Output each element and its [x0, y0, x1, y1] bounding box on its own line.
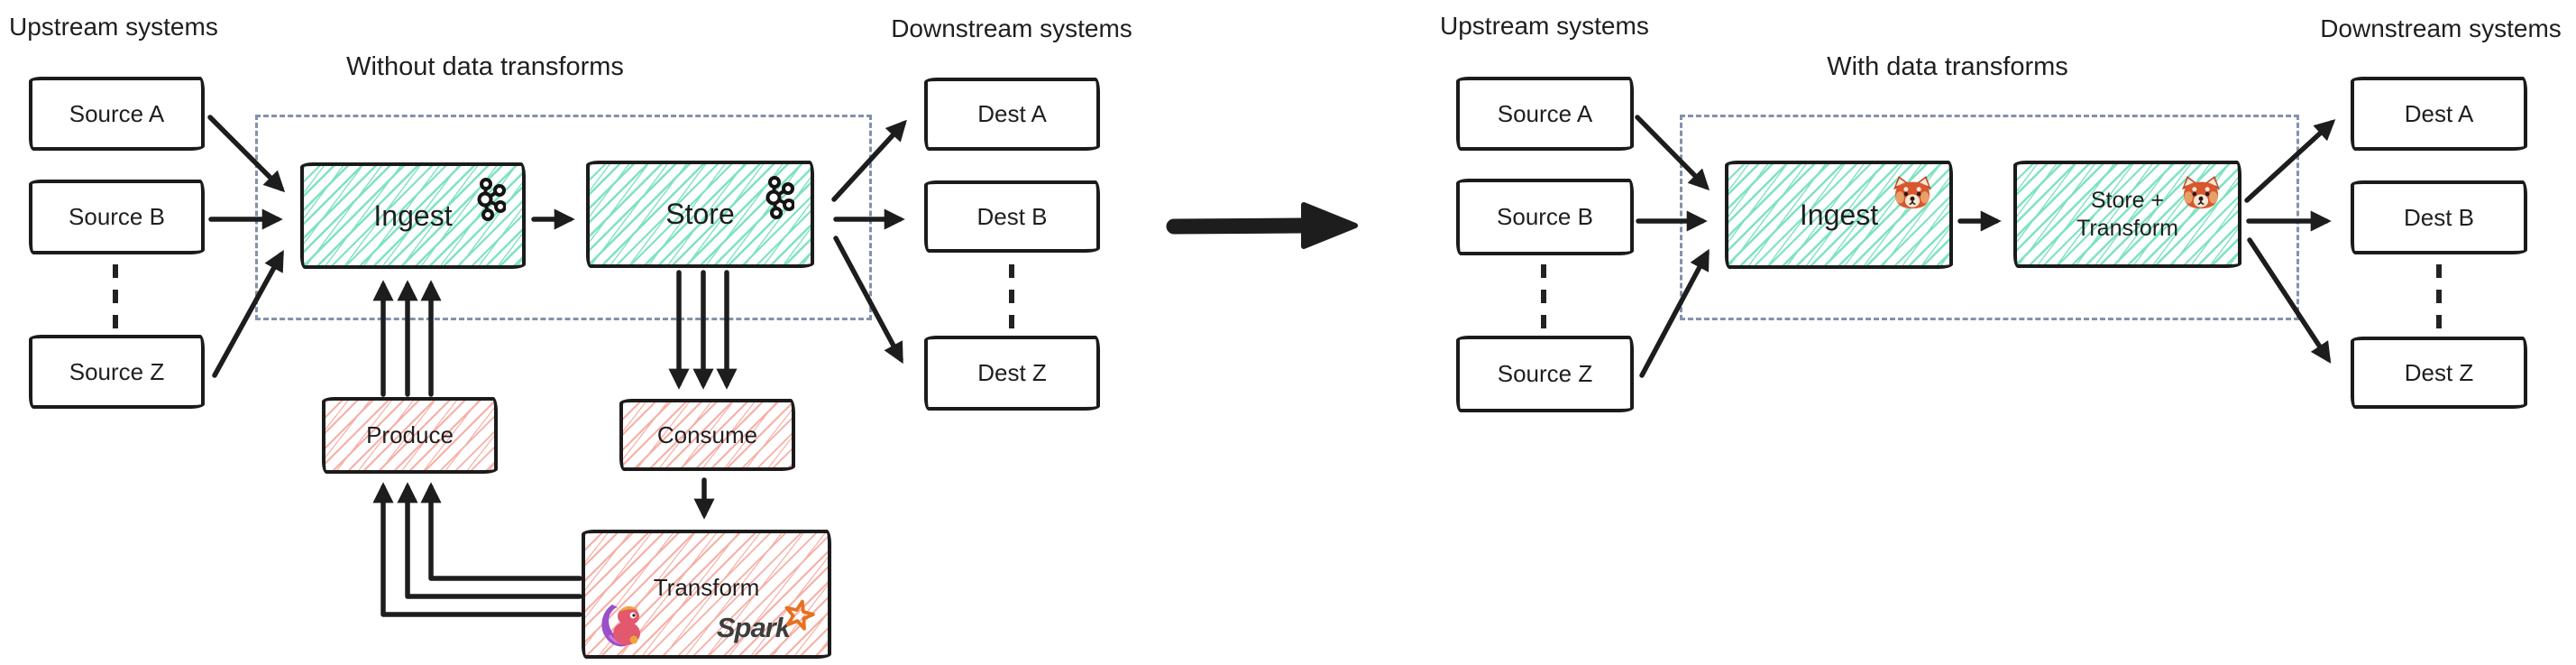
spark-wordmark: Spark [716, 612, 791, 643]
left-dest-z-label: Dest Z [977, 359, 1047, 386]
left-source-z-box: Source Z [29, 335, 205, 409]
produce-label: Produce [366, 421, 454, 448]
left-source-b-box: Source B [29, 180, 205, 254]
right-dest-a-box: Dest A [2351, 77, 2527, 151]
right-ingest-box: Ingest [1725, 161, 1953, 269]
right-dest-a-label: Dest A [2404, 99, 2474, 127]
arrow-transform-produce-2 [397, 482, 582, 599]
right-store-transform-label: Store +Transform [2076, 187, 2178, 241]
left-store-box: Store [586, 161, 814, 268]
right-dest-b-label: Dest B [2403, 203, 2475, 231]
arrow-transform-produce-1 [420, 482, 582, 581]
left-source-z-label: Source Z [69, 357, 165, 385]
right-dest-z-box: Dest Z [2351, 337, 2527, 409]
left-store-label: Store [665, 198, 735, 230]
left-dest-z-box: Dest Z [924, 336, 1100, 411]
transition-arrow [1166, 202, 1358, 249]
left-downstream-heading: Downstream systems [891, 14, 1132, 42]
left-source-b-label: Source B [69, 203, 165, 230]
right-source-b-label: Source B [1497, 203, 1593, 230]
right-ingest-label: Ingest [1799, 198, 1879, 231]
right-upstream-heading: Upstream systems [1440, 12, 1649, 40]
transform-label: Transform [653, 574, 760, 601]
left-upstream-heading: Upstream systems [9, 13, 218, 41]
red-panda-icon [1893, 175, 1931, 209]
left-dest-a-label: Dest A [977, 100, 1047, 127]
kafka-icon [765, 176, 794, 219]
transform-box: Transform Spark [582, 530, 831, 659]
right-source-a-box: Source A [1456, 77, 1634, 151]
right-pipeline-frame [1680, 115, 2299, 320]
right-source-z-label: Source Z [1497, 360, 1593, 387]
produce-box: Produce [322, 397, 498, 474]
spark-star-icon [784, 599, 815, 631]
right-source-z-box: Source Z [1456, 336, 1634, 412]
left-ingest-label: Ingest [373, 199, 453, 232]
right-store-transform-box: Store +Transform [2013, 161, 2241, 268]
left-diagram-title: Without data transforms [346, 52, 624, 81]
right-diagram-title: With data transforms [1827, 52, 2068, 81]
consume-box: Consume [619, 399, 795, 471]
left-dest-a-box: Dest A [924, 78, 1100, 151]
left-ingest-box: Ingest [300, 162, 526, 269]
consume-label: Consume [656, 420, 758, 448]
right-source-b-box: Source B [1456, 179, 1634, 255]
flink-squirrel-icon [601, 605, 640, 647]
arrow-transform-produce-3 [372, 482, 582, 617]
right-dest-b-box: Dest B [2351, 180, 2527, 254]
left-source-a-label: Source A [69, 99, 165, 127]
left-dest-b-box: Dest B [924, 180, 1100, 253]
spark-logo: Spark [716, 599, 815, 644]
left-dest-b-label: Dest B [976, 202, 1048, 230]
right-dest-z-label: Dest Z [2404, 358, 2474, 386]
kafka-icon [477, 178, 506, 221]
red-panda-icon [2182, 175, 2220, 209]
right-source-a-label: Source A [1497, 99, 1593, 127]
right-downstream-heading: Downstream systems [2320, 14, 2562, 42]
left-source-a-box: Source A [29, 77, 205, 151]
